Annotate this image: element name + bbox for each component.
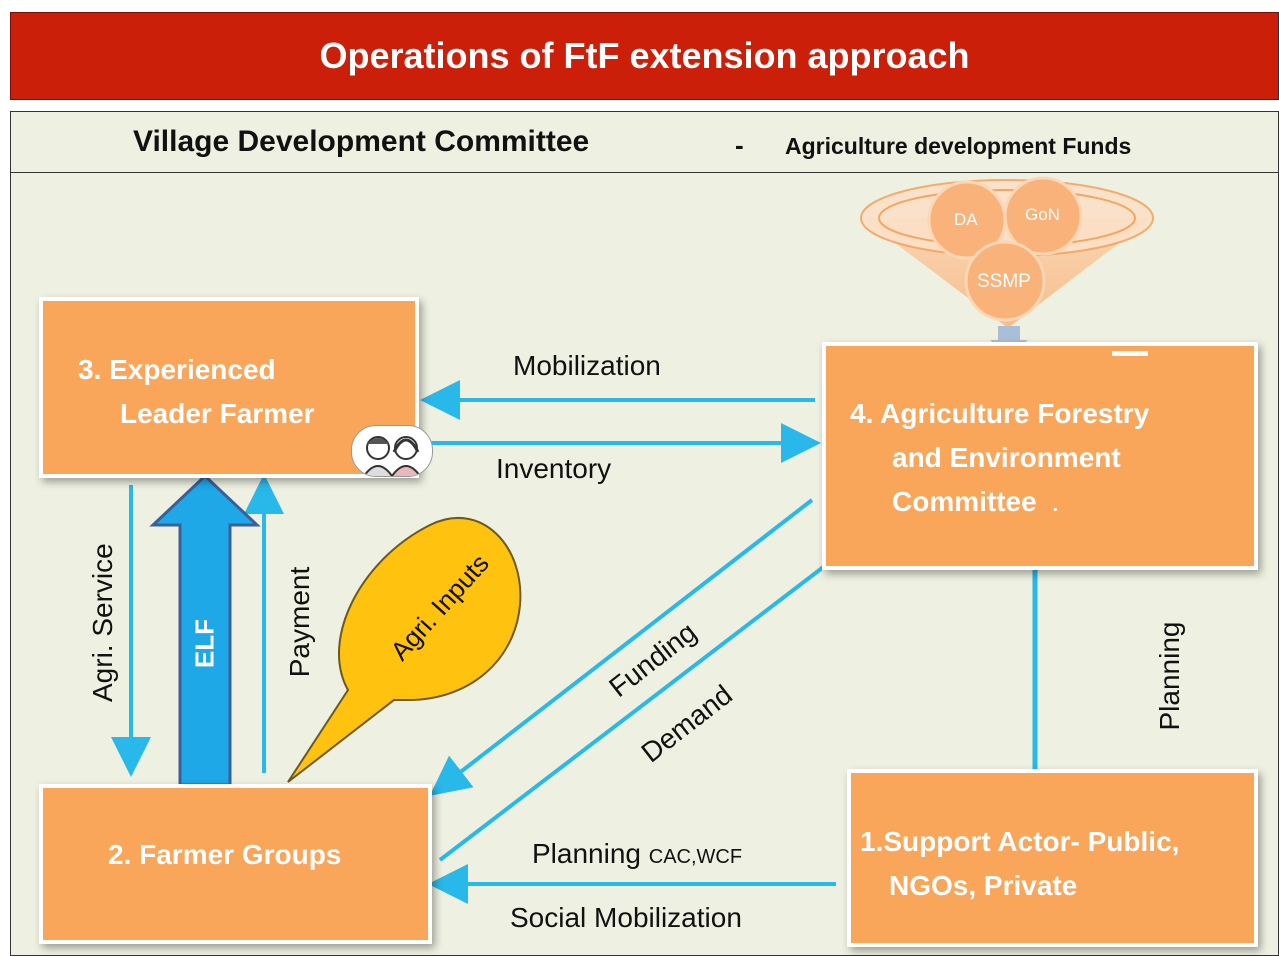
afec-box-line1: 4. Agriculture Forestry bbox=[850, 398, 1150, 429]
funding-funnel bbox=[860, 176, 1154, 356]
da-label: DA bbox=[954, 210, 978, 229]
arrow-funding bbox=[429, 498, 814, 796]
planning-vertical-label: Planning bbox=[1154, 621, 1185, 731]
support-box-line2: NGOs, Private bbox=[889, 870, 1078, 901]
elf-box-line2: Leader Farmer bbox=[120, 398, 315, 429]
afec-box-notch bbox=[1112, 351, 1148, 356]
ssmp-circle bbox=[964, 240, 1046, 322]
ssmp-label: SSMP bbox=[977, 271, 1031, 292]
farmer-groups-box: 2. Farmer Groups bbox=[43, 788, 428, 940]
arrow-demand bbox=[438, 563, 828, 862]
gon-circle bbox=[1003, 176, 1083, 256]
elf-arrow bbox=[149, 473, 261, 787]
funnel-spout-arrow bbox=[998, 326, 1020, 342]
planning-bottom-label: Planning CAC,WCF bbox=[532, 838, 743, 869]
afec-box-line3: Committee . bbox=[892, 486, 1059, 517]
elf-label: ELF bbox=[189, 618, 220, 669]
mobilization-label: Mobilization bbox=[513, 350, 661, 381]
header-dash: - bbox=[735, 130, 744, 160]
afec-box: 4. Agriculture Forestry and Environment … bbox=[826, 346, 1254, 566]
header-funds: Agriculture development Funds bbox=[785, 133, 1132, 159]
elf-box-line1: 3. Experienced bbox=[78, 354, 276, 385]
social-mobilization-label: Social Mobilization bbox=[510, 902, 742, 933]
page-title: Operations of FtF extension approach bbox=[319, 35, 970, 76]
afec-box-line2: and Environment bbox=[892, 442, 1121, 473]
farmers-portrait-icon bbox=[351, 425, 433, 477]
support-box-line1: 1.Support Actor- Public, bbox=[860, 826, 1180, 857]
inventory-label: Inventory bbox=[496, 453, 612, 484]
farmer-groups-label: 2. Farmer Groups bbox=[108, 839, 342, 870]
header-vdc: Village Development Committee bbox=[133, 125, 590, 158]
agri-service-label: Agri. Service bbox=[87, 543, 118, 702]
title-bar: Operations of FtF extension approach bbox=[10, 12, 1279, 100]
agri-inputs-callout bbox=[287, 517, 522, 783]
elf-box: 3. Experienced Leader Farmer bbox=[43, 301, 433, 477]
header-strip bbox=[10, 111, 1279, 173]
gon-label: GoN bbox=[1025, 205, 1060, 224]
support-actor-box: 1.Support Actor- Public, NGOs, Private bbox=[851, 773, 1254, 943]
payment-label: Payment bbox=[284, 566, 315, 678]
